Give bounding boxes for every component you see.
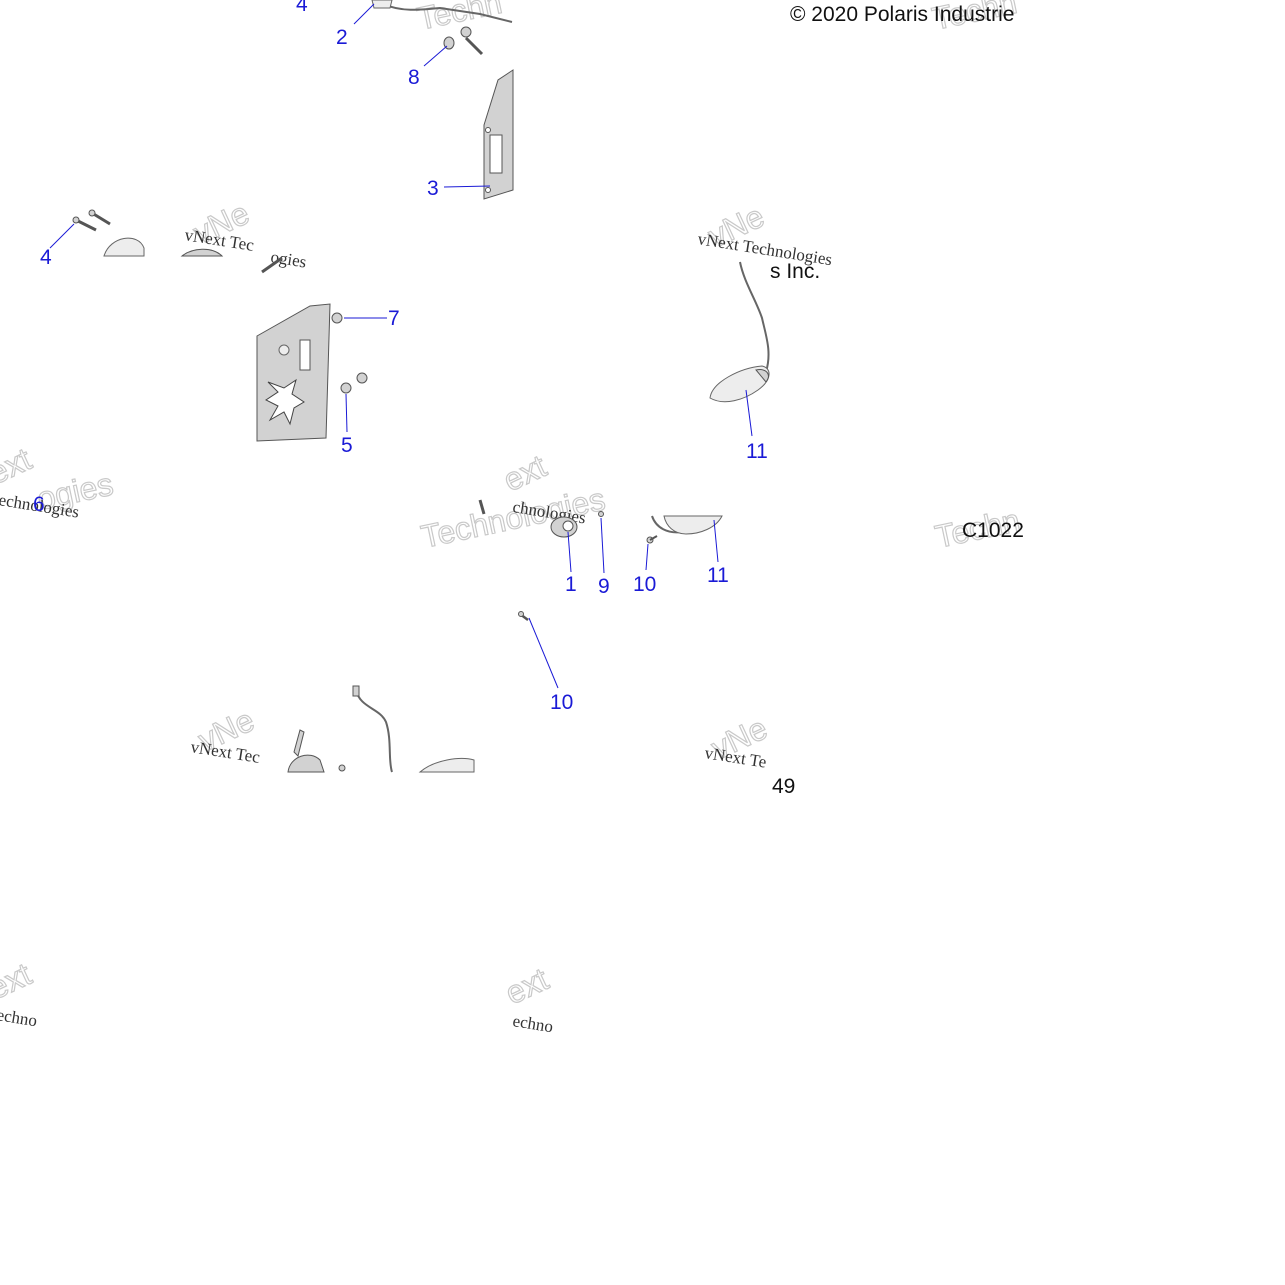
nuts-middle (331, 312, 368, 394)
washer-nut-pair (443, 26, 484, 56)
callout-9: 9 (598, 575, 610, 598)
screw-bottom (518, 611, 529, 621)
copyright-text: © 2020 Polaris Industrie (790, 3, 1014, 26)
horn-housing-left (103, 237, 224, 257)
horn-assembly (287, 685, 475, 773)
watermark-text: ext (0, 956, 37, 1007)
watermark-text: echno (511, 1011, 554, 1036)
leader-lines (49, 3, 753, 689)
callout-2: 2 (336, 26, 348, 49)
callout-6: 6 (33, 493, 45, 516)
callout-4: 4 (296, 0, 308, 16)
callout-3: 3 (427, 177, 439, 200)
mounting-plate-middle (256, 256, 331, 442)
watermark-text: echno (0, 1005, 38, 1030)
watermark-text: ext (0, 441, 37, 492)
callout-10: 10 (633, 573, 656, 596)
callout-11: 11 (746, 440, 768, 463)
grommet (550, 511, 604, 538)
page-number: 49 (772, 775, 795, 798)
callout-1: 1 (565, 573, 577, 596)
watermark-text: ogies (269, 247, 307, 271)
watermark-text: ext (498, 448, 552, 499)
watermark-text: vNext Tec (189, 737, 261, 767)
mounting-bracket-top (483, 69, 514, 200)
callout-11: 11 (707, 564, 729, 587)
callout-4: 4 (40, 246, 52, 269)
watermark-text: Techn (414, 0, 505, 37)
lamp-with-cable (709, 261, 770, 403)
callout-7: 7 (388, 307, 400, 330)
figure-code: C1022 (962, 519, 1024, 542)
callout-8: 8 (408, 66, 420, 89)
callout-5: 5 (341, 434, 353, 457)
watermark-text: ext (500, 961, 554, 1012)
copyright-fragment: s Inc. (770, 260, 820, 283)
bolt-pair-left (72, 209, 111, 232)
screw-small (478, 499, 658, 544)
callout-10: 10 (550, 691, 573, 714)
lamp-lower (651, 515, 723, 535)
callout-labels: 4 2 8 3 4 7 5 11 6 1 9 10 11 10 (33, 0, 768, 714)
